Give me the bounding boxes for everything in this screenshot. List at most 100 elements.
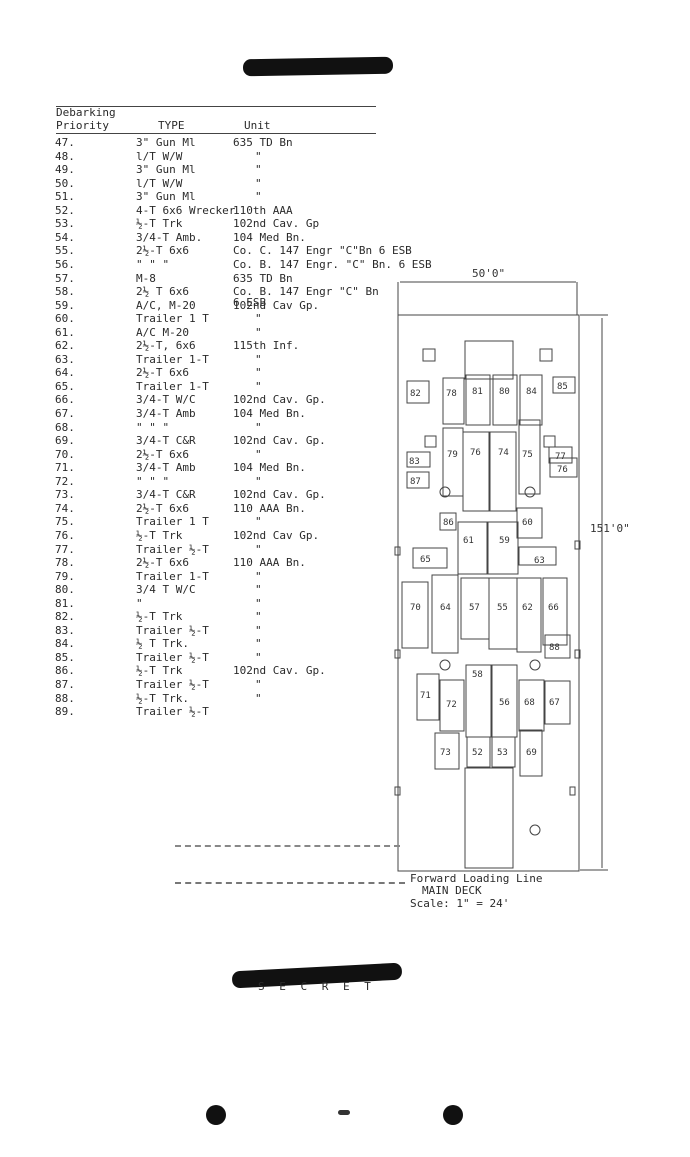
unit-cell: " — [255, 447, 262, 461]
unit-cell: 102nd Cav Gp. — [233, 528, 320, 542]
row58-continuation: 6 ESB — [233, 296, 267, 309]
slot-52: 52 — [472, 748, 483, 758]
priority-cell: 85. — [55, 650, 75, 664]
slot-58: 58 — [472, 670, 483, 680]
priority-cell: 54. — [55, 230, 75, 244]
unit-cell: Co. B. 147 Engr "C" Bn — [233, 285, 379, 299]
slot-78: 78 — [446, 389, 457, 399]
type-cell: 3/4-T Amb — [136, 461, 196, 475]
slot-74: 74 — [498, 448, 509, 458]
priority-cell: 47. — [55, 136, 75, 149]
type-cell: Trailer ½-T — [136, 542, 209, 556]
priority-cell: 63. — [55, 352, 75, 366]
slot-56: 56 — [499, 698, 510, 708]
slot-88: 88 — [549, 643, 560, 653]
unit-cell: 102nd Cav. Gp. — [233, 393, 326, 407]
unit-cell: " — [255, 474, 262, 488]
priority-cell: 62. — [55, 339, 75, 353]
unit-cell: " — [255, 678, 262, 691]
slot-55: 55 — [497, 603, 508, 613]
slot-60: 60 — [522, 518, 533, 528]
priority-cell: 70. — [55, 447, 75, 461]
type-cell: Trailer ½-T — [136, 705, 209, 719]
unit-cell: " — [255, 637, 262, 651]
priority-cell: 72. — [55, 474, 75, 488]
priority-cell: 73. — [55, 488, 75, 502]
punch-hole-left — [206, 1105, 226, 1125]
type-cell: ½-T Trk. — [136, 691, 189, 705]
priority-cell: 61. — [55, 325, 75, 339]
unit-cell: 635 TD Bn — [233, 271, 293, 285]
type-cell: Trailer 1 T — [136, 515, 209, 529]
type-cell: ½-T Trk — [136, 610, 183, 624]
unit-cell: 635 TD Bn — [233, 136, 293, 149]
slot-70: 70 — [410, 603, 421, 613]
length-dimension: 151'0" — [590, 522, 630, 535]
type-cell: 2½-T 6x6 — [136, 244, 189, 258]
type-cell: Trailer ½-T — [136, 678, 209, 691]
slot-63: 63 — [534, 556, 545, 566]
type-cell: 3" Gun Ml — [136, 190, 196, 204]
type-cell: ½-T Trk — [136, 217, 183, 231]
priority-cell: 88. — [55, 691, 75, 705]
slot-72: 72 — [446, 700, 457, 710]
type-cell: 2½-T 6x6 — [136, 447, 189, 461]
slot-66: 66 — [548, 603, 559, 613]
unit-cell: Co. B. 147 Engr. "C" Bn. 6 ESB — [233, 257, 432, 271]
priority-cell: 84. — [55, 637, 75, 651]
type-cell: ½-T Trk — [136, 664, 183, 678]
deck-diagram: 82 78 81 80 84 85 83 79 76 74 75 77 76 8… — [394, 267, 630, 872]
unit-cell: 110 AAA Bn. — [233, 501, 306, 515]
priority-cell: 53. — [55, 217, 75, 231]
type-cell: A/C M-20 — [136, 325, 189, 339]
priority-cell: 49. — [55, 163, 75, 177]
legend-line2: MAIN DECK — [422, 884, 482, 897]
priority-cell: 60. — [55, 312, 75, 326]
slot-53: 53 — [497, 748, 508, 758]
unit-cell: 110th AAA — [233, 203, 293, 217]
type-cell: " " " — [136, 420, 170, 434]
priority-cell: 50. — [55, 176, 75, 190]
unit-cell: " — [255, 325, 262, 339]
priority-cell: 65. — [55, 379, 75, 393]
priority-cell: 76. — [55, 528, 75, 542]
unit-cell: " — [255, 190, 262, 204]
priority-cell: 55. — [55, 244, 75, 258]
unit-cell: " — [255, 515, 262, 529]
width-dimension: 50'0" — [472, 267, 505, 280]
slot-68: 68 — [524, 698, 535, 708]
unit-cell: 104 Med Bn. — [233, 230, 306, 244]
header-type: TYPE — [158, 119, 185, 132]
unit-cell: " — [255, 149, 262, 163]
priority-cell: 68. — [55, 420, 75, 434]
priority-cell: 83. — [55, 623, 75, 637]
unit-cell: " — [255, 610, 262, 624]
type-cell: Trailer ½-T — [136, 623, 209, 637]
slot-86: 86 — [443, 518, 454, 528]
slot-77: 77 — [555, 452, 566, 462]
unit-cell: " — [255, 583, 262, 597]
slot-69: 69 — [526, 748, 537, 758]
unit-cell: 104 Med Bn. — [233, 461, 306, 475]
priority-cell: 51. — [55, 190, 75, 204]
unit-cell: " — [255, 691, 262, 705]
priority-cell: 82. — [55, 610, 75, 624]
unit-cell: 102nd Cav. Gp. — [233, 664, 326, 678]
type-cell: 3/4-T Amb. — [136, 230, 203, 244]
priority-cell: 58. — [55, 285, 75, 299]
unit-cell: " — [255, 379, 262, 393]
priority-cell: 81. — [55, 596, 75, 610]
slot-59: 59 — [499, 536, 510, 546]
punch-hole-right — [443, 1105, 463, 1125]
priority-cell: 67. — [55, 407, 75, 420]
type-cell: ½ T Trk. — [136, 637, 189, 651]
slot-81: 81 — [472, 387, 483, 397]
slot-67: 67 — [549, 698, 560, 708]
slot-85: 85 — [557, 382, 568, 392]
type-cell: 3/4-T Amb — [136, 407, 196, 420]
priority-cell: 48. — [55, 149, 75, 163]
slot-62: 62 — [522, 603, 533, 613]
unit-cell: " — [255, 176, 262, 190]
unit-cell: 102nd Cav. Gp — [233, 217, 320, 231]
priority-cell: 80. — [55, 583, 75, 597]
